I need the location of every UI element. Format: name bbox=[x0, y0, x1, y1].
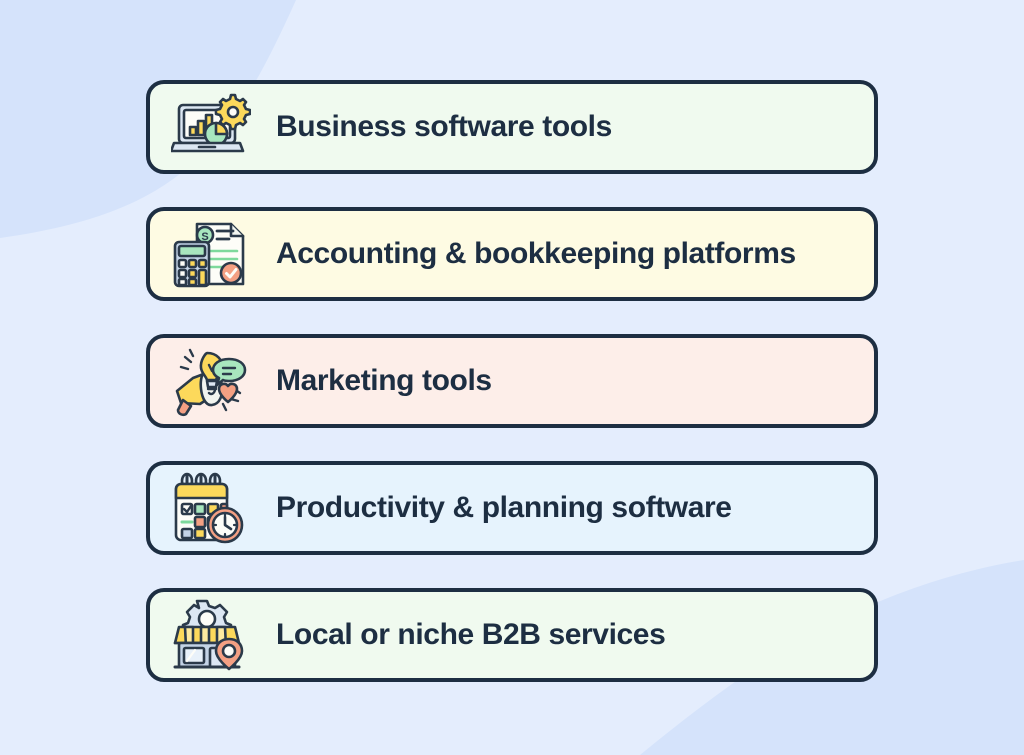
storefront-pin-icon bbox=[168, 596, 254, 674]
calculator-invoice-icon: S bbox=[168, 215, 254, 293]
category-card-label: Local or niche B2B services bbox=[276, 618, 666, 651]
calendar-clock-icon bbox=[168, 469, 254, 547]
category-card-marketing-tools[interactable]: Marketing tools bbox=[146, 334, 878, 428]
category-card-local-niche-b2b-services[interactable]: Local or niche B2B services bbox=[146, 588, 878, 682]
megaphone-lightbulb-icon bbox=[168, 342, 254, 420]
laptop-analytics-gear-icon bbox=[168, 88, 254, 166]
category-card-label: Productivity & planning software bbox=[276, 491, 732, 524]
category-card-accounting-bookkeeping-platforms[interactable]: S bbox=[146, 207, 878, 301]
category-card-label: Business software tools bbox=[276, 110, 612, 143]
category-card-label: Accounting & bookkeeping platforms bbox=[276, 237, 796, 270]
category-card-business-software-tools[interactable]: Business software tools bbox=[146, 80, 878, 174]
svg-text:S: S bbox=[201, 231, 208, 243]
category-card-label: Marketing tools bbox=[276, 364, 492, 397]
category-card-list: Business software tools S bbox=[146, 80, 878, 682]
category-card-productivity-planning-software[interactable]: Productivity & planning software bbox=[146, 461, 878, 555]
